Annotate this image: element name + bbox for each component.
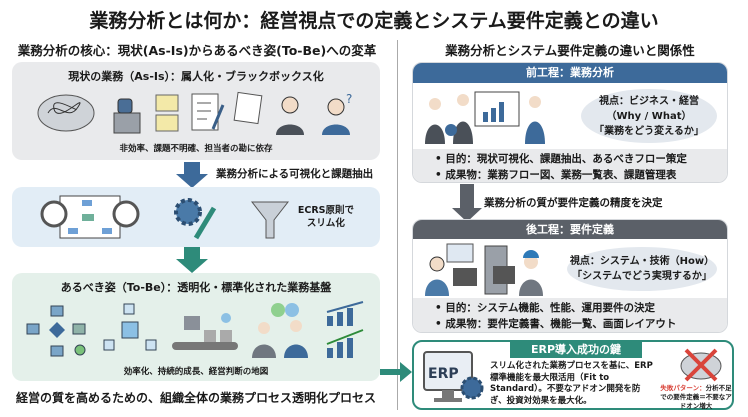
confused-person-icon (275, 96, 304, 135)
column-divider (397, 40, 398, 410)
erp-title: ERP導入成功の鍵 (510, 341, 642, 358)
fail-text: 分析不足での要件定義＝不要なアドオン増大 (660, 384, 732, 410)
post-viewpoint-bubble: 視点：システム・技術（How） 「システムでどう実現するか」 (567, 246, 717, 291)
magnifier-flowchart-icon (40, 195, 140, 239)
question-person-icon: ? (321, 92, 352, 135)
pre-process-panel: 前工程：業務分析 視点：ビジネス・経営 （Why / What） 「業務をどう変える… (412, 62, 728, 183)
ecrs-label-1: ECRS原則で (297, 205, 354, 216)
failed-addon-cloud-icon (680, 348, 722, 382)
memo-icon (233, 91, 263, 125)
conveyor-robot-icon (171, 313, 238, 350)
post-bullet-purpose: • 目的：システム機能、性能、運用要件の決定 (435, 302, 656, 314)
lock-box-icon (113, 98, 141, 134)
bullet-text: 目的：システム機能、性能、運用要件の決定 (445, 302, 656, 314)
tangled-cloud-icon (37, 94, 95, 132)
arrow-analysis-label: 業務分析による可視化と課題抽出 (216, 168, 374, 180)
growth-chart-icon (326, 301, 364, 358)
erp-key-panel: ERP導入成功の鍵 ERP スリム化された業務プロセスを基に、ERP標準機能を最… (412, 340, 734, 410)
post-bubble-line: 視点：システム・技術（How） (569, 255, 715, 267)
as-is-title: 現状の業務（As-Is）：属人化・ブラックボックス化 (68, 70, 324, 83)
post-bullets: • 目的：システム機能、性能、運用要件の決定 • 成果物：要件定義書、機能一覧、… (413, 298, 727, 332)
engineers-computer-icon (425, 243, 543, 296)
flowchart-icon (26, 305, 86, 357)
post-bubble-line: 「システムでどう実現するか」 (572, 270, 712, 282)
post-process-panel: 後工程：要件定義 視点：システム・技術（How） 「システムでどう実現するか」 •… (412, 219, 728, 333)
cube-network-icon (103, 303, 157, 351)
funnel-icon (250, 201, 289, 239)
bullet-text: 成果物：要件定義書、機能一覧、画面レイアウト (445, 318, 677, 330)
left-heading: 業務分析の核心：現状(As-Is)からあるべき姿(To-Be)への変革 (17, 43, 377, 58)
svg-text:?: ? (346, 92, 352, 106)
erp-monitor-icon: ERP (420, 348, 484, 404)
page-title: 業務分析とは何か：経営視点での定義とシステム要件定義との違い (89, 10, 659, 32)
right-arrow-teal-icon (380, 362, 412, 382)
down-arrow-green-icon (176, 247, 208, 273)
ecrs-label-2: スリム化 (306, 218, 345, 229)
to-be-caption: 効率化、持続的成長、経営判断の地図 (123, 367, 269, 377)
handshake-icon (252, 303, 309, 358)
analysis-panel: ECRS原則でスリム化 (12, 187, 380, 247)
pre-viewpoint-bubble: 視点：ビジネス・経営 （Why / What） 「業務をどう変えるか」 (581, 89, 717, 143)
pre-bullet-deliverables: • 成果物：業務フロー図、業務一覧表、課題管理表 (435, 169, 677, 181)
as-is-panel: 現状の業務（As-Is）：属人化・ブラックボックス化 ? 非効率、課題不明確、担… (12, 62, 380, 160)
as-is-caption: 非効率、課題不明確、担当者の勘に依存 (119, 144, 273, 154)
pre-bubble-line: （Why / What） (606, 110, 692, 122)
left-footer: 経営の質を高めるための、組織全体の業務プロセス透明化プロセス (15, 391, 376, 405)
gear-broom-icon (173, 198, 217, 240)
pre-bubble-line: 視点：ビジネス・経営 (599, 95, 699, 107)
bullet-text: 成果物：業務フロー図、業務一覧表、課題管理表 (445, 169, 677, 181)
to-be-panel: あるべき姿（To-Be）：透明化・標準化された業務基盤 効率化、持続的成長、経営… (12, 273, 380, 381)
fail-label: 失敗パターン： (660, 384, 706, 392)
checklist-icon (191, 93, 225, 131)
pre-bullet-purpose: • 目的：現状可視化、課題抽出、あるべきフロー策定 (435, 153, 687, 165)
presentation-team-icon (425, 91, 545, 144)
pre-post-arrow-label: 業務分析の質が要件定義の精度を決定 (484, 197, 663, 209)
erp-body: スリム化された業務プロセスを基に、ERP標準機能を最大限活用（Fit to St… (490, 361, 653, 406)
post-process-title: 後工程：要件定義 (413, 220, 727, 239)
bullet-text: 目的：現状可視化、課題抽出、あるべきフロー策定 (445, 153, 687, 165)
pre-bullets: • 目的：現状可視化、課題抽出、あるべきフロー策定 • 成果物：業務フロー図、業… (413, 149, 727, 182)
down-arrow-blue-icon (176, 162, 208, 188)
down-arrow-gray-icon (452, 184, 482, 222)
erp-icon-text: ERP (428, 366, 459, 382)
post-bullet-deliverables: • 成果物：要件定義書、機能一覧、画面レイアウト (435, 318, 677, 330)
fail-pattern-note: 失敗パターン：分析不足での要件定義＝不要なアドオン増大 (658, 384, 734, 411)
pre-process-title: 前工程：業務分析 (413, 63, 727, 83)
right-heading: 業務分析とシステム要件定義の違いと関係性 (445, 43, 695, 58)
pre-bubble-line: 「業務をどう変えるか」 (594, 125, 704, 137)
sticky-note-icon (155, 94, 179, 132)
to-be-title: あるべき姿（To-Be）：透明化・標準化された業務基盤 (60, 281, 332, 294)
